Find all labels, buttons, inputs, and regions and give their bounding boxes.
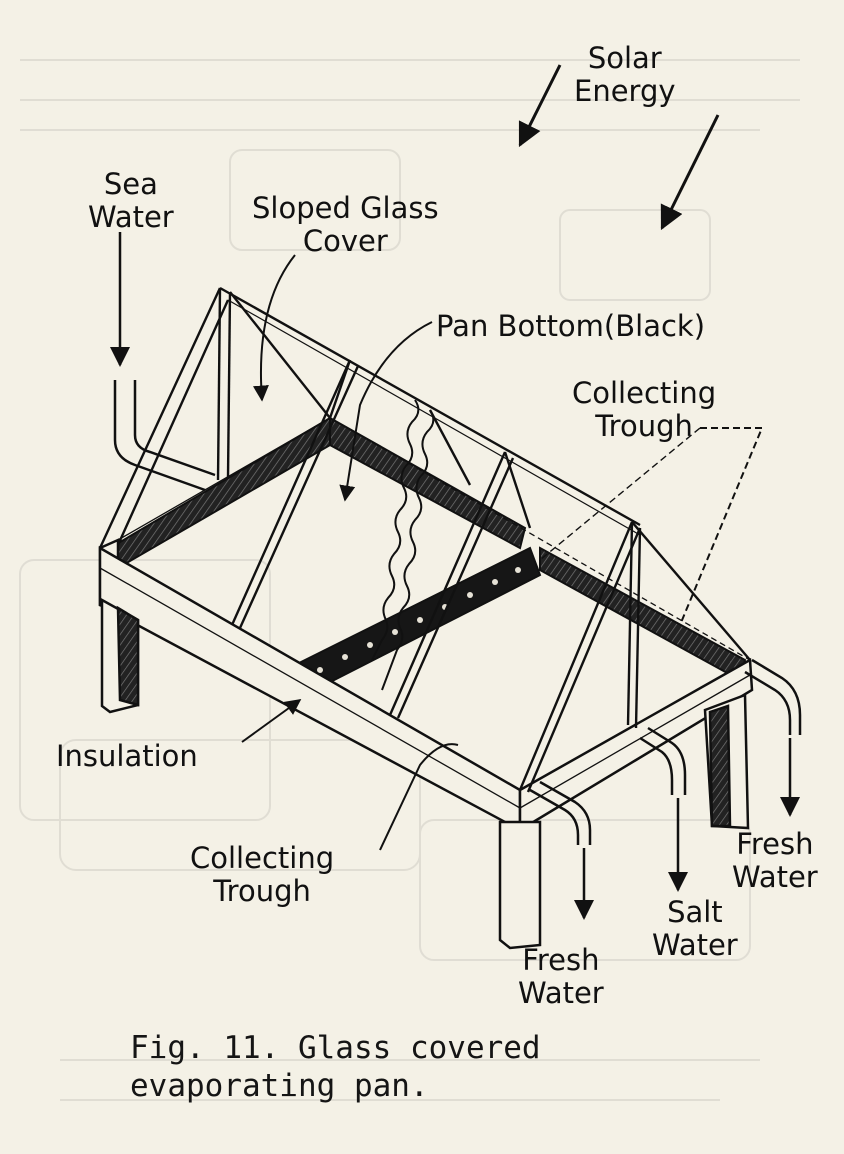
figure-caption-line1: Fig. 11. Glass covered bbox=[130, 1030, 541, 1066]
sloped-glass-roof bbox=[98, 286, 751, 793]
table-legs bbox=[100, 597, 750, 950]
label-pan-bottom: Pan Bottom(Black) bbox=[436, 309, 706, 343]
insulation-perforations bbox=[317, 567, 521, 673]
table-frame bbox=[98, 417, 754, 833]
label-solar-energy: Solar Energy bbox=[574, 41, 676, 108]
outlet-pipes bbox=[529, 658, 802, 920]
label-sloped-glass-cover: Sloped Glass Cover bbox=[252, 191, 439, 258]
sea-water-inlet-pipe bbox=[110, 232, 216, 492]
label-collecting-trough-right: Collecting Trough bbox=[572, 376, 717, 443]
label-collecting-trough-front: Collecting Trough bbox=[190, 841, 335, 908]
figure-caption-line2: evaporating pan. bbox=[130, 1068, 429, 1104]
label-sea-water: Sea Water bbox=[88, 167, 174, 234]
label-fresh-water-right: Fresh Water bbox=[732, 827, 818, 894]
label-salt-water: Salt Water bbox=[652, 895, 738, 962]
label-fresh-water-front: Fresh Water bbox=[518, 943, 604, 1010]
bleed-through-texture bbox=[19, 59, 800, 1101]
label-insulation: Insulation bbox=[56, 739, 198, 773]
pan-bottom-wave-lines bbox=[371, 399, 435, 691]
solar-energy-arrows bbox=[518, 64, 720, 231]
label-leader-lines bbox=[241, 254, 764, 851]
